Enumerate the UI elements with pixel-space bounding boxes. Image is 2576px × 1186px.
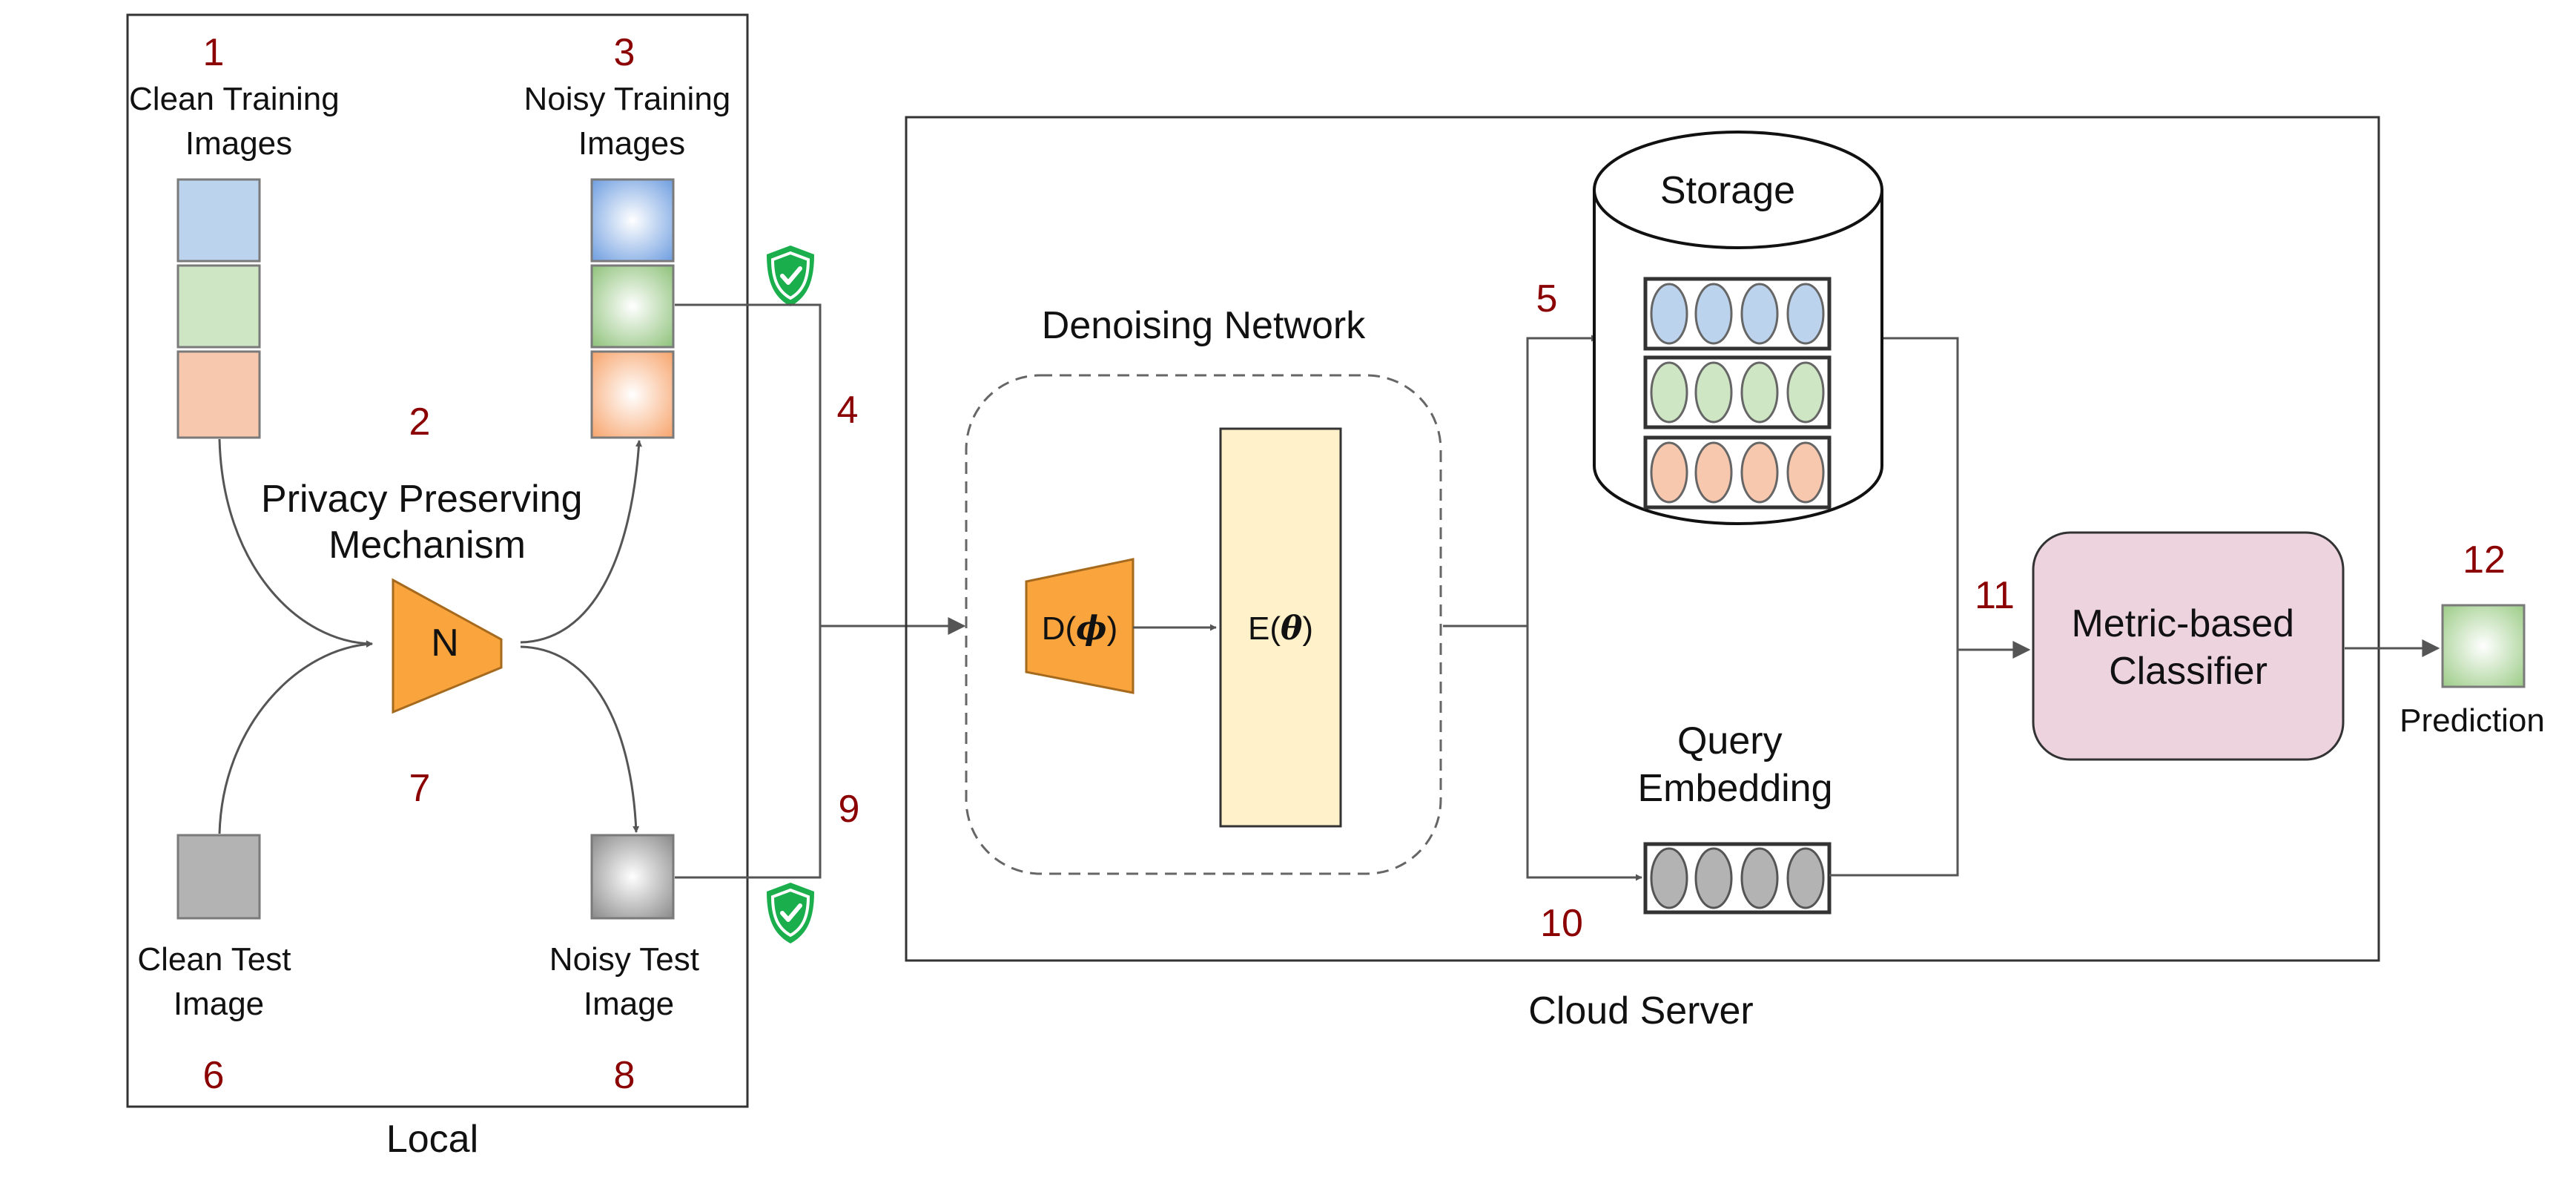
classifier-label: Metric-based Classifier — [2071, 602, 2305, 693]
encoder-label: E(θ) — [1248, 610, 1313, 648]
storage-embedding-row-green — [1643, 355, 1832, 429]
noise-block — [392, 578, 503, 714]
clean-test-image-label: Clean Test Image — [137, 941, 300, 1022]
step-number-3: 3 — [614, 31, 635, 74]
query-to-classifier-connector — [1829, 650, 1959, 877]
metric-based-classifier — [2032, 531, 2345, 761]
noisy-image-blue — [590, 178, 675, 263]
query-embedding-row — [1643, 842, 1832, 915]
clean-test-image — [176, 834, 261, 920]
local-panel — [126, 13, 749, 1108]
storage-label: Storage — [1660, 169, 1795, 212]
noisy-test-image — [590, 834, 675, 920]
to-storage-arrow — [1526, 335, 1598, 626]
cloud-server-panel — [905, 116, 2380, 962]
shield-check-icon — [767, 246, 814, 306]
step-number-1: 1 — [203, 31, 225, 74]
step-number-9: 9 — [839, 788, 860, 831]
step-number-5: 5 — [1536, 277, 1558, 320]
privacy-mechanism-label: Privacy Preserving Mechanism — [261, 478, 593, 567]
noisy-test-image-label: Noisy Test Image — [549, 941, 708, 1022]
clean-image-green — [176, 264, 261, 349]
decoder-label: D(ϕ) — [1042, 610, 1118, 648]
noise-to-noisy-test-arrow — [520, 645, 640, 833]
step-number-12: 12 — [2463, 538, 2506, 582]
local-label: Local — [386, 1118, 478, 1161]
denoising-network-label: Denoising Network — [1042, 304, 1366, 347]
storage-embedding-row-blue — [1643, 277, 1832, 351]
noise-to-noisy-training-arrow — [520, 440, 642, 644]
noisy-training-images — [590, 178, 675, 439]
encoder-block — [1219, 427, 1342, 828]
cloud-server-label: Cloud Server — [1528, 989, 1753, 1032]
noisy-image-green — [590, 264, 675, 349]
prediction-label: Prediction — [2400, 702, 2545, 739]
noise-block-label: N — [431, 622, 459, 665]
shield-check-icon — [767, 883, 814, 943]
step-number-10: 10 — [1540, 902, 1583, 945]
prediction-image — [2441, 604, 2526, 688]
storage-embedding-row-orange — [1643, 435, 1832, 510]
noisy-training-to-cloud-connector — [675, 303, 822, 626]
clean-image-blue — [176, 178, 261, 263]
to-query-embedding-arrow — [1526, 626, 1642, 881]
decoder-block — [1025, 558, 1135, 694]
noisy-image-orange — [590, 350, 675, 439]
clean-training-images-label: Clean Training Images — [129, 81, 349, 162]
clean-image-orange — [176, 350, 261, 439]
step-number-11: 11 — [1975, 574, 2015, 617]
step-number-8: 8 — [614, 1054, 635, 1097]
storage-to-classifier-connector — [1883, 337, 1959, 650]
step-number-7: 7 — [409, 767, 431, 810]
clean-training-images — [176, 178, 261, 439]
noisy-training-images-label: Noisy Training Images — [524, 81, 739, 162]
step-number-4: 4 — [837, 389, 859, 432]
denoising-network-group — [965, 374, 1442, 875]
noisy-test-to-cloud-connector — [675, 626, 822, 879]
clean-test-to-noise-arrow — [218, 640, 373, 834]
step-number-6: 6 — [203, 1054, 225, 1097]
query-embedding-label: Query Embedding — [1637, 719, 1832, 810]
step-number-2: 2 — [409, 401, 431, 444]
clean-training-to-noise-arrow — [218, 438, 373, 648]
